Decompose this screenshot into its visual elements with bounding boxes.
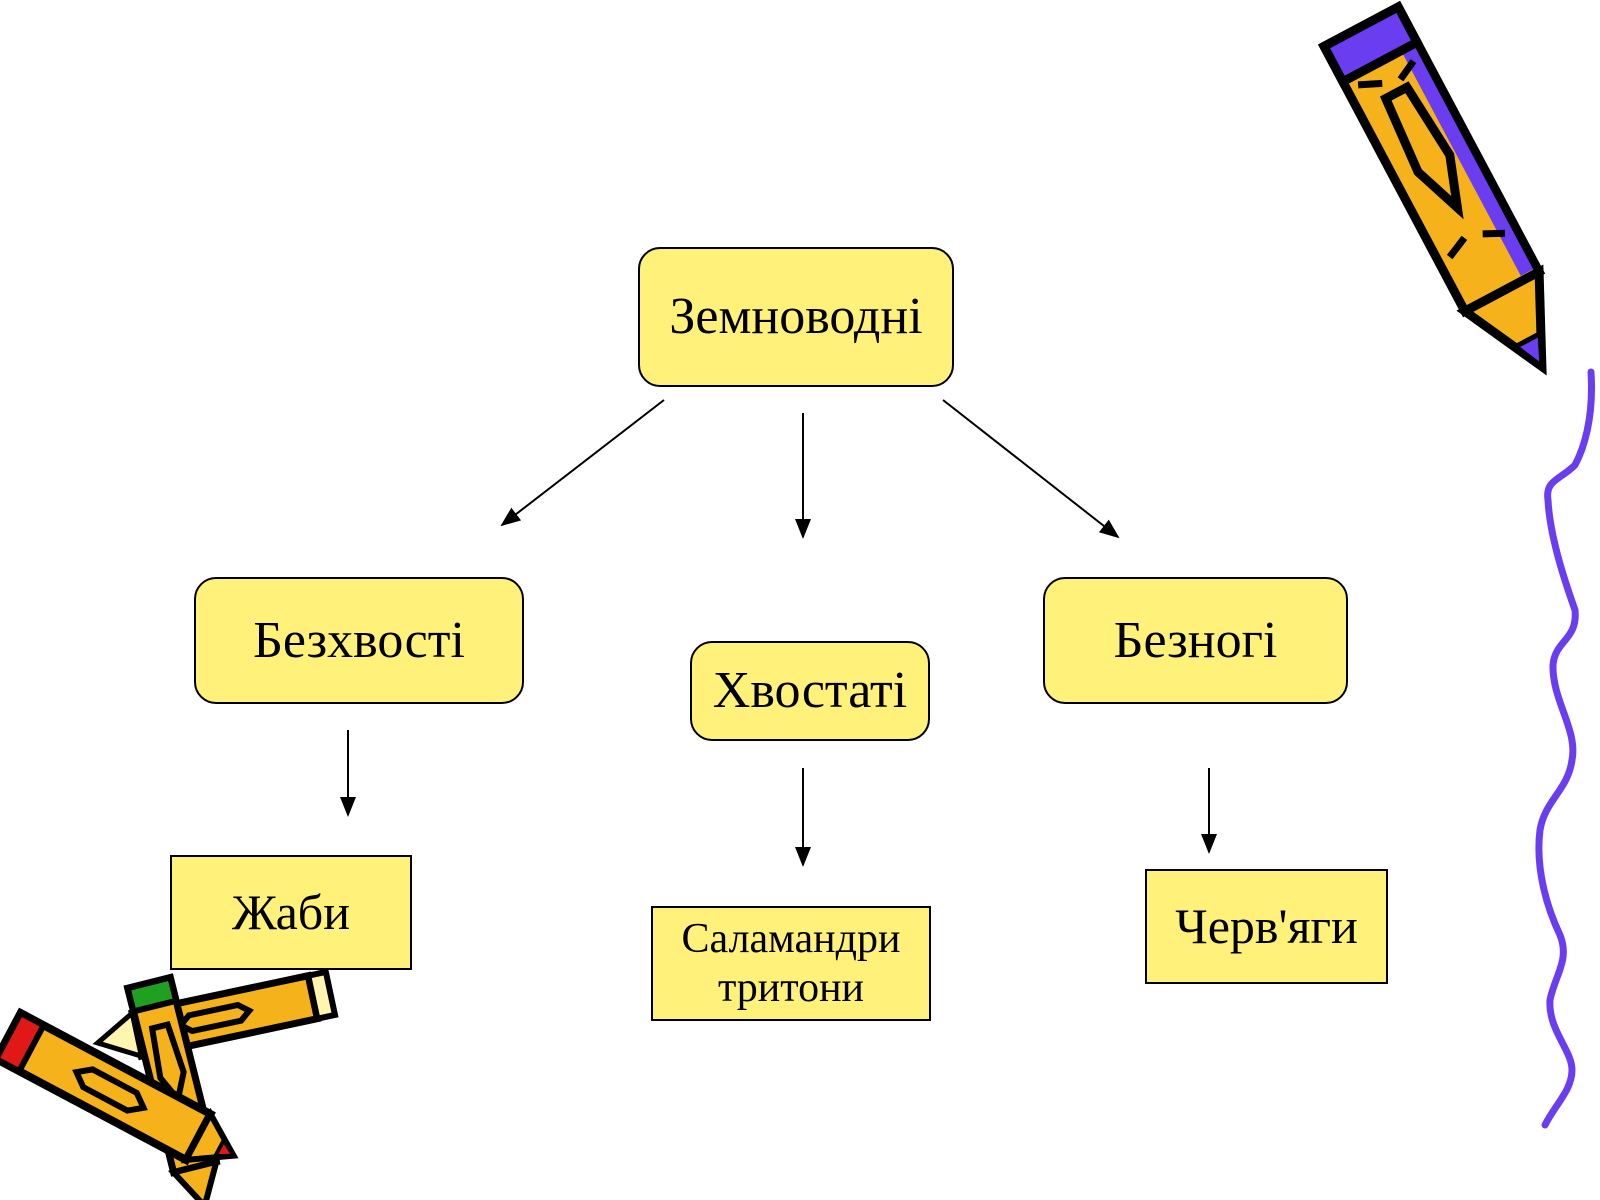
example-label-frogs: Жаби [232,883,350,940]
arrow-root-to-tailless [500,399,665,527]
example-node-salamanders: Саламандри тритони [651,906,931,1021]
group-label-tailed: Хвостаті [712,662,908,720]
arrow-root-to-legless [942,399,1120,539]
group-node-tailed: Хвостаті [690,641,930,741]
group-node-legless: Безногі [1043,577,1348,704]
group-label-tailless: Безхвості [253,611,465,669]
group-node-tailless: Безхвості [194,577,524,704]
example-node-frogs: Жаби [170,855,412,970]
root-label: Земноводні [669,288,923,346]
root-node: Земноводні [638,247,954,387]
example-label-caecilians: Черв'яги [1175,897,1358,954]
group-label-legless: Безногі [1113,611,1278,669]
example-label-salamanders-line2: тритони [717,964,865,1011]
example-label-salamanders-line1: Саламандри [681,916,901,963]
example-node-caecilians: Черв'яги [1145,869,1388,984]
